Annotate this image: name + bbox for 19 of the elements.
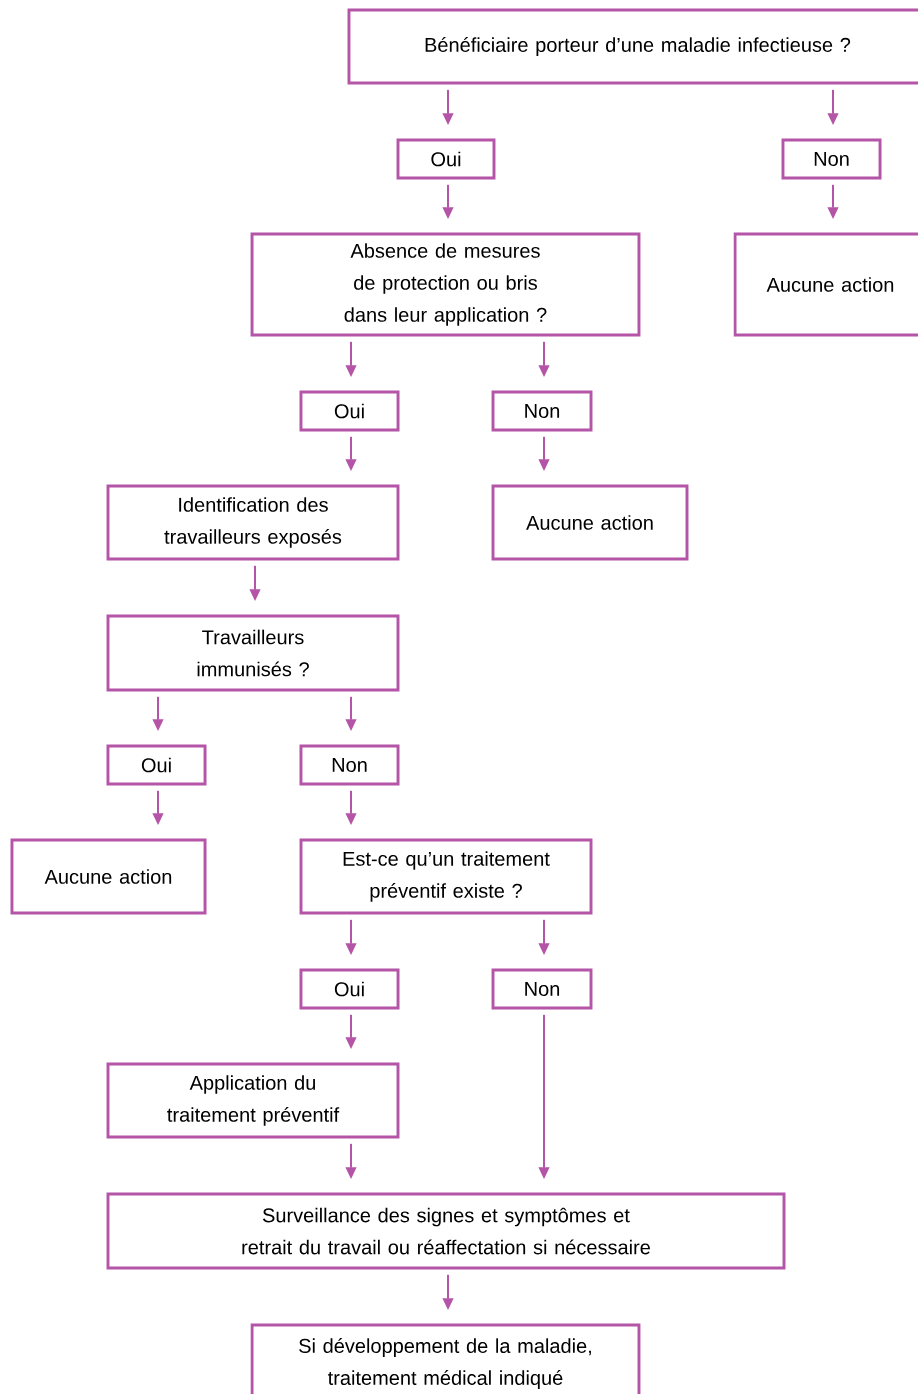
action-box: Aucune action [733, 232, 918, 337]
answer-box: Non [491, 390, 593, 432]
question-box: Est-ce qu’un traitement préventif existe ? [299, 838, 593, 915]
action-box: Identification des travailleurs exposés [106, 484, 400, 561]
question-box: Absence de mesures de protection ou bris dans leur application ? [250, 232, 641, 337]
answer-box: Non [491, 968, 593, 1010]
action-box: Aucune action [10, 838, 207, 915]
question-box: Travailleurs immunisés ? [106, 614, 400, 692]
answer-box: Oui [106, 744, 207, 786]
answer-box: Oui [299, 390, 400, 432]
answer-box: Oui [299, 968, 400, 1010]
question-box: Bénéficiaire porteur d’une maladie infectieuse ? [347, 8, 918, 85]
answer-box: Non [781, 138, 882, 180]
action-box: Surveillance des signes et symptômes et retrait du travail ou réaffectation si nécessaire [106, 1192, 786, 1270]
answer-box: Oui [396, 138, 496, 180]
action-box: Aucune action [491, 484, 689, 561]
action-box: Si développement de la maladie, traitement médical indiqué [250, 1323, 641, 1394]
action-box: Application du traitement préventif [106, 1062, 400, 1139]
answer-box: Non [299, 744, 400, 786]
